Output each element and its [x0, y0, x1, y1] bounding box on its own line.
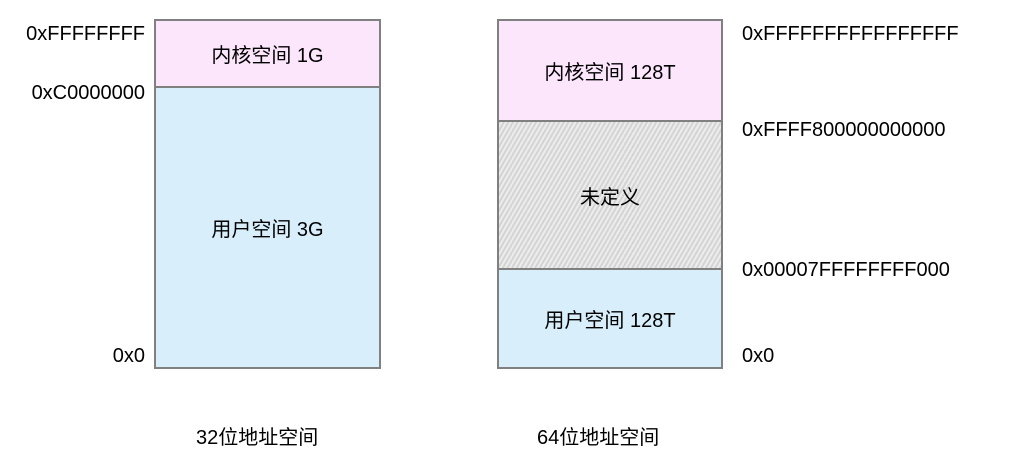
left-addr-bottom: 0x0: [112, 345, 145, 367]
left-user-label: 用户空间 3G: [211, 219, 324, 241]
right-addr-bottom: 0x0: [742, 345, 775, 367]
left-caption: 32位地址空间: [196, 427, 319, 449]
right-addr-user-end: 0x00007FFFFFFFF000: [742, 259, 950, 281]
left-kernel-space: 内核空间 1G: [154, 19, 381, 88]
right-undefined-space: 未定义: [497, 120, 723, 270]
right-user-label: 用户空间 128T: [544, 310, 676, 332]
right-addr-top: 0xFFFFFFFFFFFFFFFF: [742, 23, 959, 45]
right-caption: 64位地址空间: [537, 427, 660, 449]
right-addr-kernel-start: 0xFFFF800000000000: [742, 119, 946, 141]
right-undefined-label: 未定义: [580, 186, 640, 209]
left-addr-top: 0xFFFFFFFF: [26, 23, 145, 45]
left-addr-split: 0xC0000000: [31, 82, 145, 104]
right-kernel-label: 内核空间 128T: [544, 62, 676, 84]
right-kernel-space: 内核空间 128T: [497, 19, 723, 122]
left-user-space: 用户空间 3G: [154, 86, 381, 369]
left-kernel-label: 内核空间 1G: [211, 45, 324, 67]
right-user-space: 用户空间 128T: [497, 268, 723, 369]
